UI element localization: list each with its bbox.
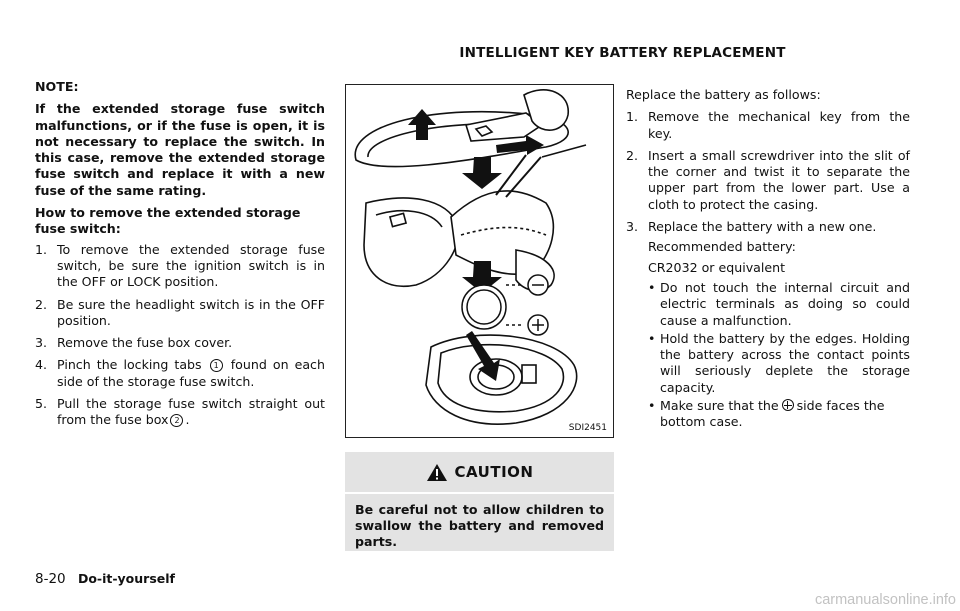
step-number: 4. [35,357,48,373]
battery-precautions: Do not touch the internal circuit and el… [648,280,910,431]
watermark: carmanualsonline.info [814,592,956,608]
step-number: 3. [35,335,48,351]
howto-heading-line1: How to remove the extended storage [35,205,301,221]
bottom-case-drawing [425,334,578,425]
list-item: 1. Remove the mechanical key from the ke… [626,109,910,142]
step-number: 1. [626,109,639,125]
down-arrow-icon [462,261,502,293]
step-text: found on each side of the storage fuse s… [57,357,325,389]
minus-symbol-icon [527,274,549,296]
page-header: INTELLIGENT KEY BATTERY REPLACEMENT [459,45,786,61]
list-item: 2. Be sure the headlight switch is in th… [35,297,325,330]
callout-2-icon: 2 [170,414,184,428]
step-text: Remove the fuse box cover. [57,335,233,351]
right-column: Replace the battery as follows: 1. Remov… [626,87,910,433]
caution-text: Be careful not to allow children to swal… [355,502,604,549]
caution-box: CAUTION Be careful not to allow children… [345,452,614,551]
section-name: Do-it-yourself [77,571,175,586]
list-item: Do not touch the internal circuit and el… [648,280,910,329]
down-arrow-icon [462,157,502,189]
step-text: Be sure the headlight switch is in the O… [57,296,325,328]
step-text: Pull the storage fuse switch straight ou… [57,396,325,428]
plus-symbol-icon [527,314,549,336]
caution-header: CAUTION [345,452,614,492]
howto-heading: How to remove the extended storage fuse … [35,205,325,238]
step-text: Replace the battery with a new one. [648,219,877,235]
step-number: 1. [35,241,48,257]
key-fob-drawing [354,89,569,168]
battery-replacement-figure: SDI2451 [345,84,614,438]
caution-divider [345,492,614,494]
case-separation-drawing [363,144,587,292]
fuse-removal-steps: 1. To remove the extended storage fuse s… [35,242,325,429]
warning-triangle-icon [426,463,447,481]
note-label: NOTE: [35,79,79,94]
bullet-text: Make sure that the [660,398,779,414]
step-text: Insert a small screwdriver into the slit… [648,147,910,212]
battery-drawing [461,284,524,330]
list-item: 1. To remove the extended storage fuse s… [35,242,325,291]
caution-title: CAUTION [454,463,534,481]
key-battery-illustration [354,89,587,425]
step-text: To remove the extended storage fuse swit… [57,241,325,290]
right-arrow-icon [496,135,544,155]
callout-1-icon: 1 [209,359,223,373]
left-column: NOTE: If the extended storage fuse switc… [35,79,325,435]
recommended-battery-label: Recommended battery: [648,239,796,255]
step-text: Pinch the locking tabs [57,357,202,373]
page-number: 8-20 [35,571,66,587]
battery-replacement-steps: 1. Remove the mechanical key from the ke… [626,109,910,235]
step-number: 2. [626,147,639,163]
list-item: 3. Replace the battery with a new one. [626,219,910,235]
bullet-text: side faces the bottom case. [660,398,885,430]
list-item: 5. Pull the storage fuse switch straight… [35,396,325,429]
insert-arrow-icon [466,331,500,381]
step-text: Remove the mechanical key from the key. [648,109,910,141]
step-text: . [185,412,190,428]
step-number: 2. [35,296,48,312]
battery-intro: Replace the battery as follows: [626,87,821,102]
figure-label: SDI2451 [568,423,607,433]
howto-heading-line2: fuse switch: [35,221,121,237]
up-arrow-icon [408,109,436,140]
list-item: 4. Pinch the locking tabs 1 found on eac… [35,357,325,390]
list-item: 3. Remove the fuse box cover. [35,335,325,351]
recommended-battery-value: CR2032 or equivalent [648,259,786,275]
page-footer: 8-20 Do-it-yourself [35,571,175,587]
plus-circle-icon [781,399,794,412]
list-item: 2. Insert a small screwdriver into the s… [626,148,910,213]
note-text: If the extended storage fuse switch malf… [35,101,325,198]
list-item: Hold the battery by the edges. Holding t… [648,331,910,396]
step-number: 5. [35,396,48,412]
step-number: 3. [626,219,639,235]
